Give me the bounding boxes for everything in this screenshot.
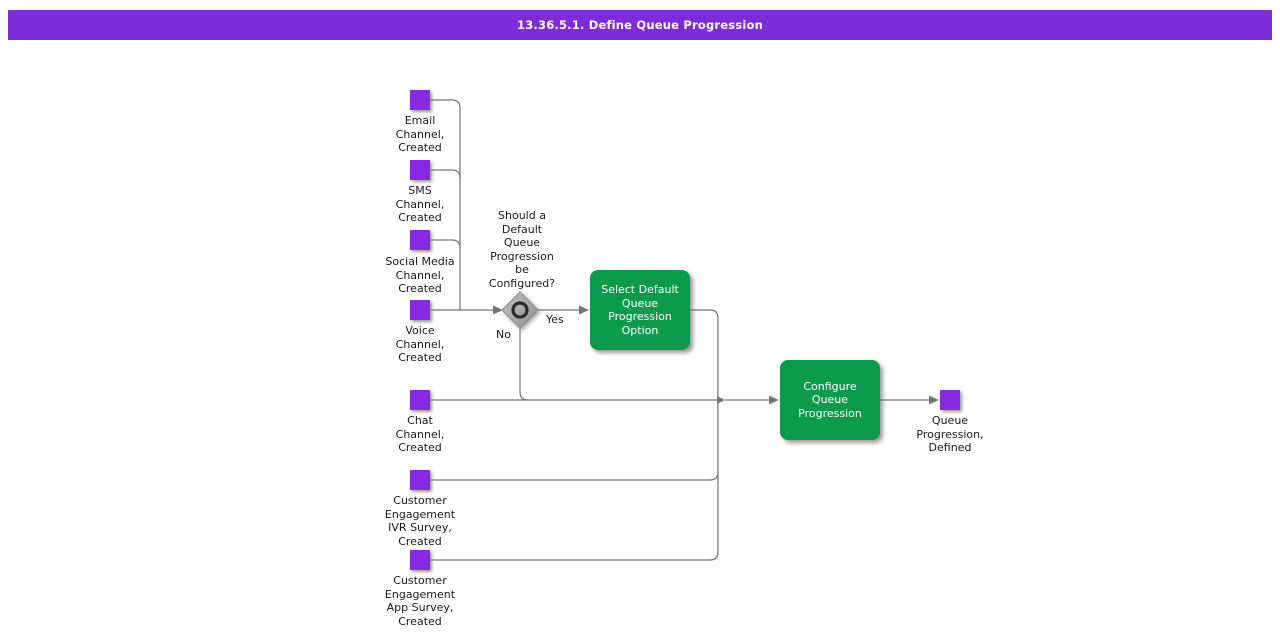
arrowhead-into-configure [769, 395, 779, 405]
event-voice-channel [410, 300, 430, 320]
arrowheads [493, 305, 939, 405]
page-title: 13.36.5.1. Define Queue Progression [517, 18, 763, 32]
task-label-configure: Configure Queue Progression [798, 379, 862, 420]
edge-social [430, 239, 461, 249]
event-label-app: Customer Engagement App Survey, Created [384, 574, 456, 628]
gateway-question: Should a Default Queue Progression be Co… [488, 209, 556, 290]
edge-sms [430, 169, 461, 179]
arrowhead-into-gateway [493, 305, 503, 315]
event-label-chat: Chat Channel, Created [395, 414, 445, 454]
task-label-select-default: Select Default Queue Progression Option [601, 283, 679, 337]
event-app-survey [410, 550, 430, 570]
edge-select-default-out [690, 309, 719, 552]
event-queue-progression-defined [940, 390, 960, 410]
event-chat-channel [410, 390, 430, 410]
edge-ivr-survey [430, 471, 719, 481]
event-label-ivr: Customer Engagement IVR Survey, Created [384, 494, 456, 548]
edge-email [430, 99, 461, 310]
event-label-social: Social Media Channel, Created [385, 255, 455, 295]
event-label-voice: Voice Channel, Created [395, 324, 445, 364]
event-label-end: Queue Progression, Defined [916, 414, 984, 454]
yes-branch-label: Yes [546, 313, 564, 326]
task-select-default-option: Select Default Queue Progression Option [590, 270, 690, 350]
event-email-channel [410, 90, 430, 110]
edge-app-survey [430, 551, 719, 561]
event-label-email: Email Channel, Created [395, 114, 445, 154]
task-configure-queue: Configure Queue Progression [780, 360, 880, 440]
flow-lines [430, 99, 929, 561]
event-ivr-survey [410, 470, 430, 490]
arrowhead-merge [717, 396, 725, 404]
event-sms-channel [410, 160, 430, 180]
event-label-sms: SMS Channel, Created [395, 184, 445, 224]
no-branch-label: No [496, 328, 511, 341]
gateway-icon [501, 291, 539, 329]
arrowhead-yes [579, 305, 589, 315]
title-bar: 13.36.5.1. Define Queue Progression [8, 10, 1272, 40]
edge-no [519, 328, 529, 401]
arrowhead-into-end [929, 395, 939, 405]
gateway-diamond [501, 291, 539, 329]
event-social-channel [410, 230, 430, 250]
gateway-circle-icon [511, 301, 529, 319]
